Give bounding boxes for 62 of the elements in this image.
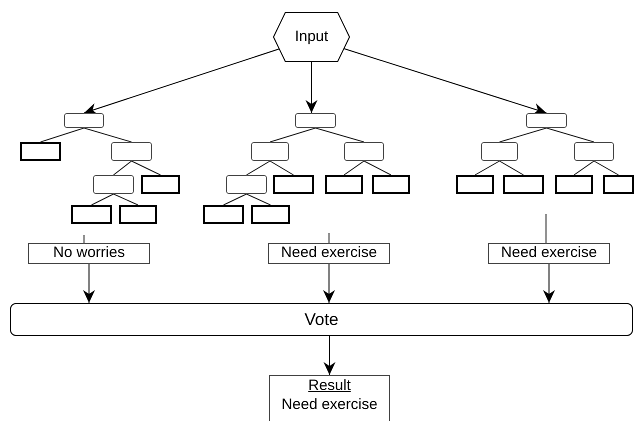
connector-line — [315, 128, 364, 142]
arrow — [306, 62, 318, 114]
leaf-node — [119, 205, 157, 224]
decision-node — [93, 175, 134, 194]
decision-node — [526, 113, 567, 128]
leaf-node — [372, 175, 410, 194]
connector-line — [270, 160, 294, 176]
leaf-node — [273, 175, 314, 194]
connector-line — [270, 128, 316, 142]
node-label: Need exercise — [501, 244, 597, 263]
leaf-node — [555, 175, 593, 194]
arrow — [324, 336, 336, 376]
connector-line — [246, 160, 270, 176]
leaf-node — [251, 205, 290, 224]
decision-node — [574, 142, 614, 161]
prediction-box — [268, 243, 390, 264]
node-label: Need exercise — [282, 396, 378, 414]
node-label: No worries — [53, 244, 125, 263]
result-heading: Result — [308, 377, 351, 396]
prediction-box — [488, 243, 610, 264]
decision-node — [344, 142, 384, 161]
connector-line — [499, 160, 524, 176]
connector-line — [344, 160, 364, 176]
connector-line — [131, 160, 161, 176]
vote-bar — [10, 303, 633, 336]
connector-line — [364, 160, 392, 176]
connector-line — [594, 160, 619, 176]
connector-line — [113, 194, 138, 206]
arrow — [543, 264, 555, 304]
decision-node — [111, 142, 152, 161]
connector-line — [546, 128, 594, 142]
connector-line — [574, 160, 594, 176]
decision-node — [295, 113, 336, 128]
leaf-node — [20, 142, 61, 161]
connector-line — [84, 128, 132, 142]
decision-node — [64, 113, 104, 128]
connector-line — [40, 128, 84, 142]
decision-node — [481, 142, 518, 161]
leaf-node — [203, 205, 244, 224]
connector-line — [474, 160, 500, 176]
arrow — [83, 264, 95, 304]
connector-line — [499, 128, 547, 142]
node-label: Input — [294, 28, 328, 46]
input-hexagon — [273, 12, 350, 62]
node-label: Vote — [304, 308, 339, 330]
leaf-node — [503, 175, 544, 194]
node-label: Need exercise — [281, 244, 377, 263]
arrow — [323, 264, 335, 304]
connector-line — [91, 194, 114, 206]
leaf-node — [325, 175, 363, 194]
leaf-node — [71, 205, 112, 224]
connector-line — [113, 160, 132, 176]
leaf-node — [456, 175, 494, 194]
connector-line — [223, 194, 247, 206]
decision-node — [226, 175, 267, 194]
connector-line — [246, 194, 271, 206]
result-box — [269, 375, 390, 421]
leaf-node — [603, 175, 634, 194]
decision-node — [251, 142, 289, 161]
connector-line — [328, 232, 330, 244]
prediction-box — [28, 243, 150, 264]
leaf-node — [141, 175, 180, 194]
